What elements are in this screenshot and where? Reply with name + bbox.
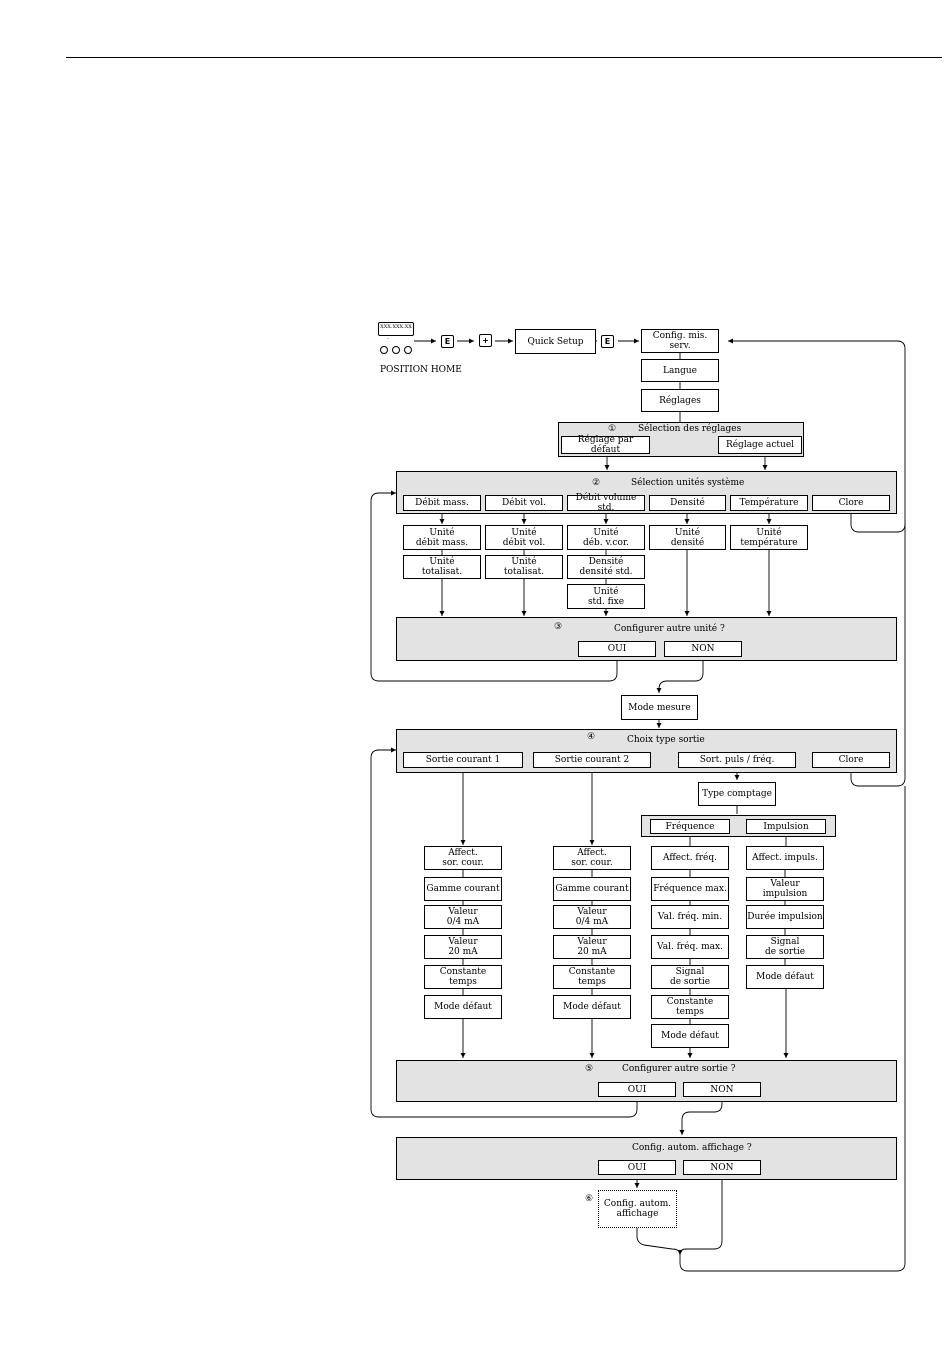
- param-courant-2-3[interactable]: Valeur 0/4 mA: [553, 905, 631, 929]
- header-rule: [66, 57, 942, 58]
- param-courant-2-2[interactable]: Gamme courant: [553, 877, 631, 901]
- enter-key-1[interactable]: E: [441, 335, 454, 348]
- param-frequence-5[interactable]: Signal de sortie: [651, 965, 729, 989]
- option-debit-mass[interactable]: Débit mass.: [403, 495, 481, 511]
- option-sort-puls-freq[interactable]: Sort. puls / fréq.: [678, 752, 796, 768]
- option-clore-units[interactable]: Clore: [812, 495, 890, 511]
- home-display: XXX.XXX.XX: [378, 322, 414, 336]
- step-2-marker: ②: [592, 478, 601, 488]
- param-impulsion-1[interactable]: Affect. impuls.: [746, 846, 824, 870]
- home-button-3[interactable]: [404, 346, 412, 354]
- param-impulsion-2[interactable]: Valeur impulsion: [746, 877, 824, 901]
- unite-debit-mass[interactable]: Unité débit mass.: [403, 525, 481, 550]
- param-courant-1-4[interactable]: Valeur 20 mA: [424, 935, 502, 959]
- reglage-defaut-button[interactable]: Réglage par défaut: [561, 435, 650, 455]
- param-impulsion-3[interactable]: Durée impulsion: [746, 905, 824, 929]
- step-5-marker: ⑤: [585, 1064, 594, 1074]
- home-button-2[interactable]: [392, 346, 400, 354]
- param-frequence-6[interactable]: Constante temps: [651, 995, 729, 1019]
- sortie-non-button[interactable]: NON: [683, 1082, 761, 1097]
- unite-totalisat-vol[interactable]: Unité totalisat.: [485, 555, 563, 579]
- step-3-marker: ③: [554, 622, 563, 632]
- param-frequence-4[interactable]: Val. fréq. max.: [651, 935, 729, 959]
- param-courant-1-5[interactable]: Constante temps: [424, 965, 502, 989]
- configurer-autre-sortie-title: Configurer autre sortie ?: [622, 1064, 736, 1074]
- home-button-1[interactable]: [380, 346, 388, 354]
- option-sortie-courant-1[interactable]: Sortie courant 1: [403, 752, 523, 768]
- param-courant-1-1[interactable]: Affect. sor. cour.: [424, 846, 502, 870]
- unite-oui-button[interactable]: OUI: [578, 641, 656, 657]
- configurer-autre-unite-panel: [396, 617, 897, 661]
- home-display-value: XXX.XXX.XX: [380, 324, 412, 330]
- param-courant-1-6[interactable]: Mode défaut: [424, 995, 502, 1019]
- config-mis-serv-box[interactable]: Config. mis. serv.: [641, 329, 719, 353]
- unite-deb-vcor[interactable]: Unité déb. v.cor.: [567, 525, 645, 550]
- param-courant-2-4[interactable]: Valeur 20 mA: [553, 935, 631, 959]
- unite-std-fixe[interactable]: Unité std. fixe: [567, 584, 645, 609]
- mode-mesure-box[interactable]: Mode mesure: [621, 695, 698, 720]
- home-display-small: -: [387, 336, 389, 342]
- unite-totalisat-mass[interactable]: Unité totalisat.: [403, 555, 481, 579]
- type-comptage-box[interactable]: Type comptage: [698, 782, 776, 806]
- param-impulsion-5[interactable]: Mode défaut: [746, 965, 824, 989]
- affichage-non-button[interactable]: NON: [683, 1160, 761, 1175]
- selection-unites-title: Sélection unités système: [631, 478, 745, 488]
- sortie-oui-button[interactable]: OUI: [598, 1082, 676, 1097]
- affichage-oui-button[interactable]: OUI: [598, 1160, 676, 1175]
- option-debit-vol[interactable]: Débit vol.: [485, 495, 563, 511]
- langue-box[interactable]: Langue: [641, 359, 719, 382]
- param-courant-1-3[interactable]: Valeur 0/4 mA: [424, 905, 502, 929]
- densite-std[interactable]: Densité densité std.: [567, 555, 645, 579]
- param-courant-2-6[interactable]: Mode défaut: [553, 995, 631, 1019]
- choix-type-sortie-title: Choix type sortie: [627, 735, 705, 745]
- param-frequence-7[interactable]: Mode défaut: [651, 1024, 729, 1048]
- quick-setup-box[interactable]: Quick Setup: [515, 329, 596, 354]
- step-1-marker: ①: [608, 424, 617, 434]
- option-impulsion[interactable]: Impulsion: [746, 819, 826, 834]
- unite-debit-vol[interactable]: Unité débit vol.: [485, 525, 563, 550]
- param-frequence-3[interactable]: Val. fréq. min.: [651, 905, 729, 929]
- option-frequence[interactable]: Fréquence: [650, 819, 730, 834]
- reglage-actuel-button[interactable]: Réglage actuel: [718, 436, 802, 454]
- param-courant-2-1[interactable]: Affect. sor. cour.: [553, 846, 631, 870]
- param-frequence-2[interactable]: Fréquence max.: [651, 877, 729, 901]
- unite-densite[interactable]: Unité densité: [649, 525, 726, 550]
- config-autom-affichage-title: Config. autom. affichage ?: [632, 1143, 752, 1153]
- step-4-marker: ④: [587, 732, 596, 742]
- reglages-box[interactable]: Réglages: [641, 389, 719, 412]
- option-clore-sortie[interactable]: Clore: [812, 752, 890, 768]
- param-courant-1-2[interactable]: Gamme courant: [424, 877, 502, 901]
- param-impulsion-4[interactable]: Signal de sortie: [746, 935, 824, 959]
- unite-non-button[interactable]: NON: [664, 641, 742, 657]
- param-frequence-1[interactable]: Affect. fréq.: [651, 846, 729, 870]
- plus-key[interactable]: +: [479, 334, 492, 347]
- option-debit-volume-std[interactable]: Débit volume std.: [567, 493, 645, 513]
- home-label: POSITION HOME: [380, 365, 462, 375]
- option-temperature[interactable]: Température: [730, 495, 808, 511]
- unite-temperature[interactable]: Unité température: [730, 525, 808, 550]
- option-sortie-courant-2[interactable]: Sortie courant 2: [533, 752, 651, 768]
- step-6-marker: ⑥: [585, 1194, 594, 1204]
- enter-key-2[interactable]: E: [601, 335, 614, 348]
- param-courant-2-5[interactable]: Constante temps: [553, 965, 631, 989]
- config-autom-affichage-box[interactable]: Config. autom. affichage: [598, 1190, 677, 1228]
- option-densite[interactable]: Densité: [649, 495, 726, 511]
- selection-reglages-title: Sélection des réglages: [638, 424, 742, 434]
- configurer-autre-unite-title: Configurer autre unité ?: [614, 624, 725, 634]
